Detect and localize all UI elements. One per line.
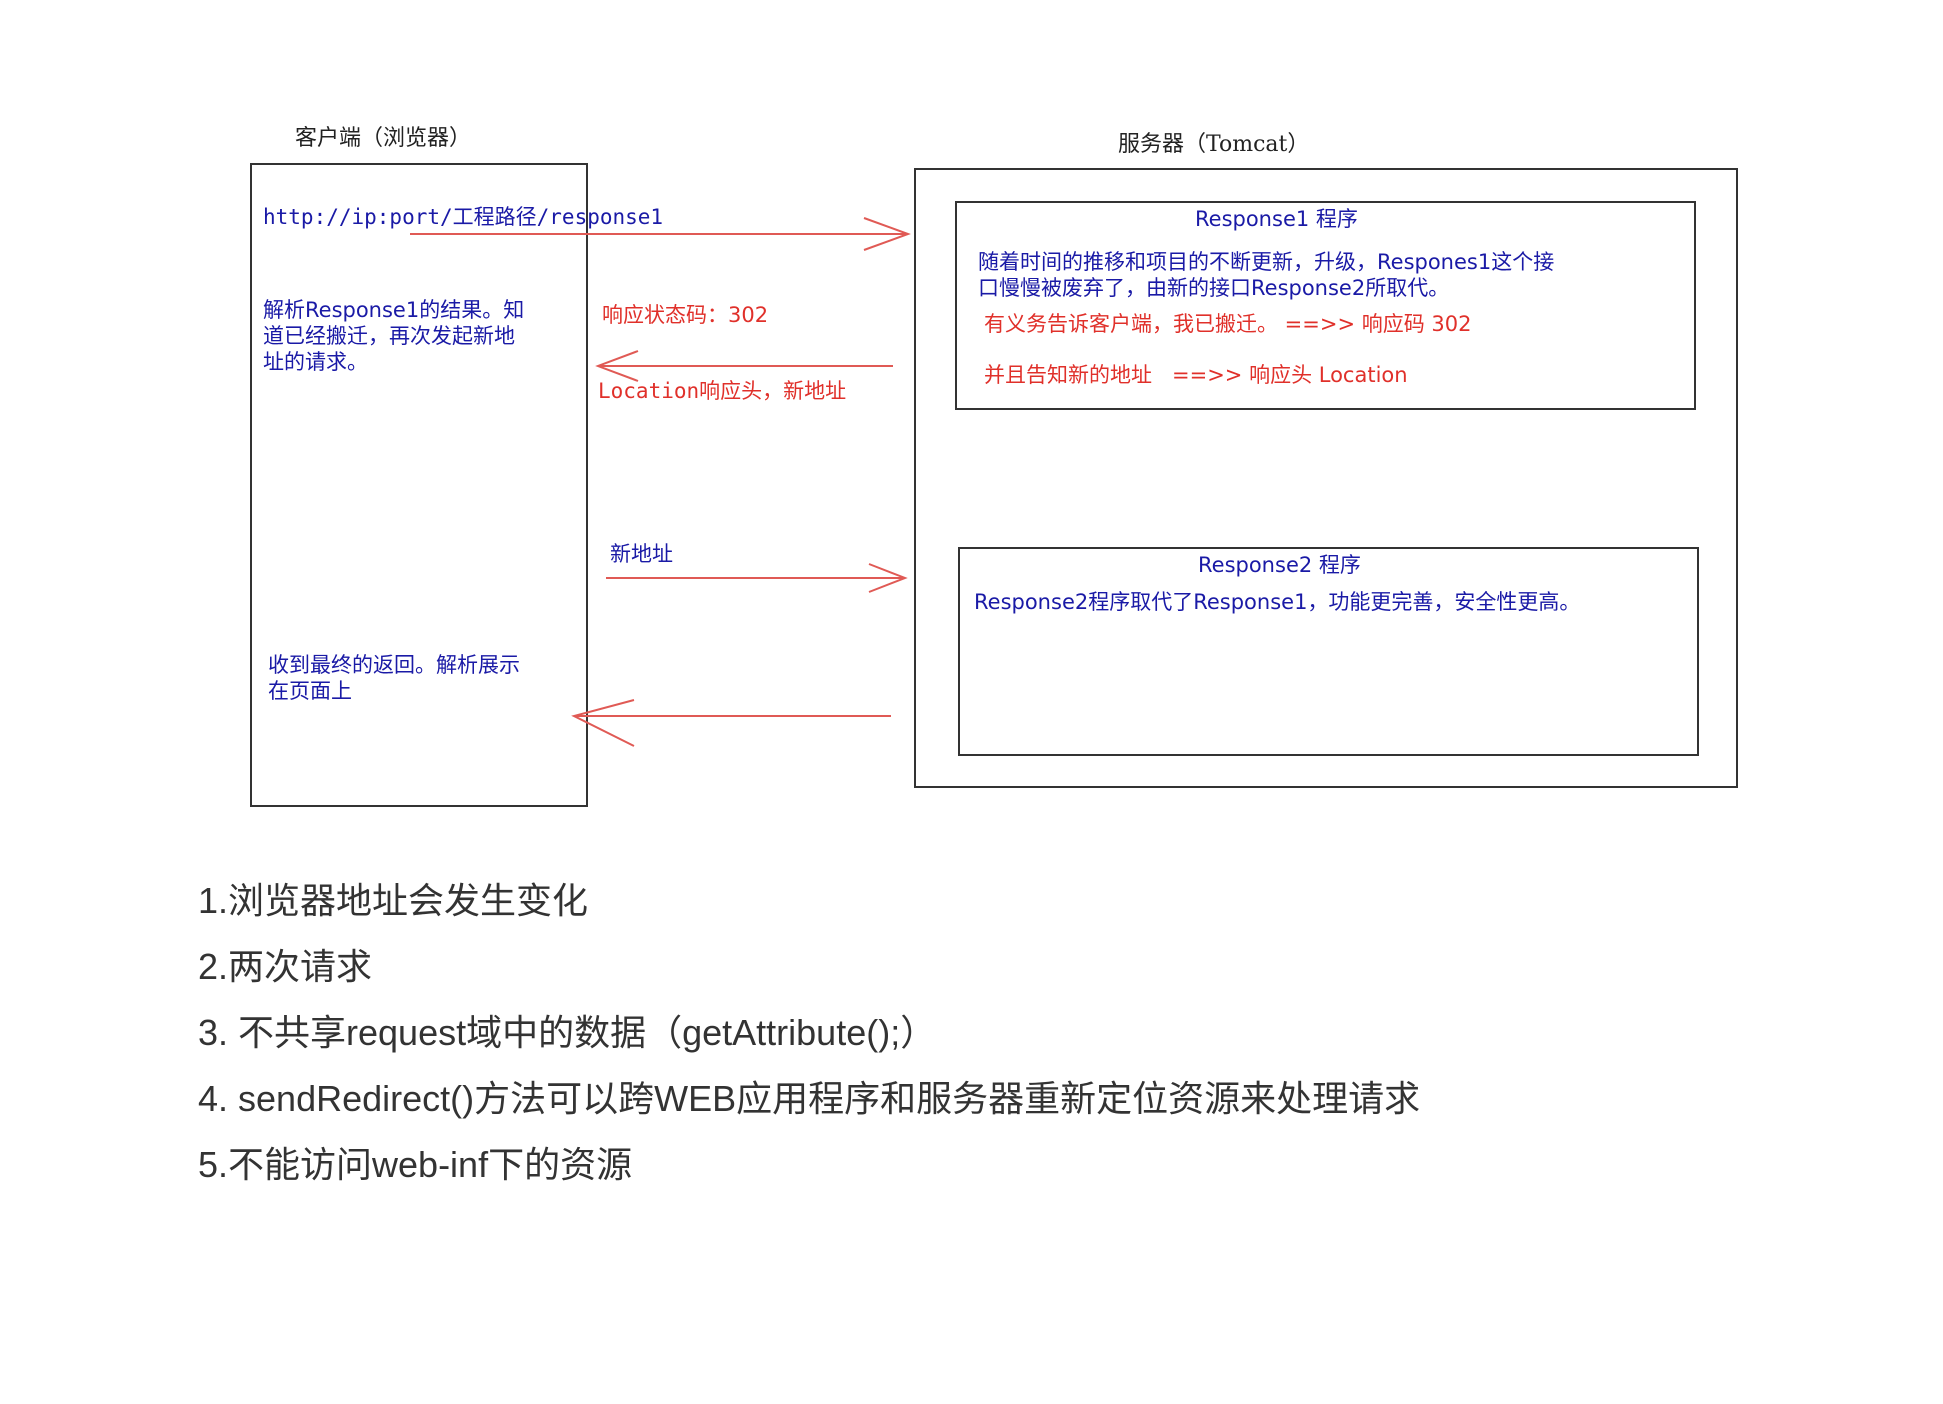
final-note-line-1: 收到最终的返回。解析展示 bbox=[268, 653, 520, 677]
redirect-response-arrowhead bbox=[595, 350, 639, 382]
parse-note-line-3: 址的请求。 bbox=[263, 350, 368, 374]
response1-desc-line-1: 随着时间的推移和项目的不断更新，升级，Respones1这个接 bbox=[978, 250, 1555, 274]
server-box bbox=[914, 168, 1738, 788]
response1-location-line: 并且告知新的地址 ==>> 响应头 Location bbox=[984, 363, 1408, 387]
final-response-arrowhead bbox=[571, 699, 635, 747]
request-url: http://ip:port/工程路径/response1 bbox=[263, 205, 664, 229]
response1-title: Response1 程序 bbox=[1195, 207, 1358, 231]
summary-list: 1.浏览器地址会发生变化 2.两次请求 3. 不共享request域中的数据（g… bbox=[198, 868, 1420, 1198]
response1-desc-line-2: 口慢慢被废弃了，由新的接口Response2所取代。 bbox=[978, 276, 1450, 300]
summary-point-3: 3. 不共享request域中的数据（getAttribute();） bbox=[198, 1012, 937, 1053]
server-title: 服务器（Tomcat） bbox=[1118, 132, 1310, 157]
summary-point-1: 1.浏览器地址会发生变化 bbox=[198, 880, 589, 921]
response1-box bbox=[955, 201, 1696, 410]
summary-point-4: 4. sendRedirect()方法可以跨WEB应用程序和服务器重新定位资源来… bbox=[198, 1078, 1421, 1119]
response2-box bbox=[958, 547, 1699, 756]
status-code-label: 响应状态码：302 bbox=[602, 303, 769, 327]
client-title: 客户端（浏览器） bbox=[295, 126, 472, 151]
summary-point-2: 2.两次请求 bbox=[198, 946, 373, 987]
new-address-label: 新地址 bbox=[610, 542, 673, 566]
location-header-label: Location响应头，新地址 bbox=[598, 379, 847, 403]
summary-point-5: 5.不能访问web-inf下的资源 bbox=[198, 1144, 633, 1185]
final-note-line-2: 在页面上 bbox=[268, 679, 352, 703]
client-box bbox=[250, 163, 588, 807]
response2-title: Response2 程序 bbox=[1198, 553, 1361, 577]
parse-note-line-1: 解析Response1的结果。知 bbox=[263, 298, 525, 322]
new-request-arrowhead bbox=[868, 563, 908, 593]
response2-desc: Response2程序取代了Response1，功能更完善，安全性更高。 bbox=[974, 590, 1581, 614]
response1-status-line: 有义务告诉客户端，我已搬迁。 ==>> 响应码 302 bbox=[984, 312, 1472, 336]
parse-note-line-2: 道已经搬迁，再次发起新地 bbox=[263, 324, 515, 348]
request-arrowhead bbox=[863, 217, 911, 251]
